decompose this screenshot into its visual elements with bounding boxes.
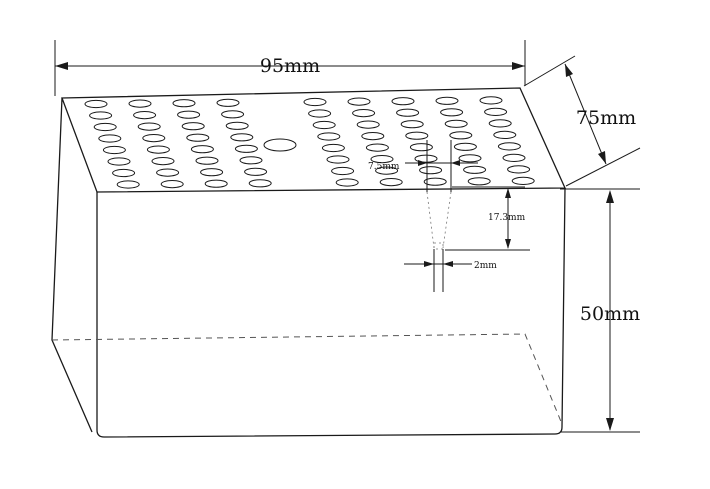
hole (419, 166, 443, 175)
hole (133, 111, 157, 120)
hole (84, 99, 108, 109)
hole (331, 166, 355, 176)
hole (308, 109, 332, 118)
hole (484, 107, 508, 117)
hole (379, 178, 403, 187)
hole (137, 122, 161, 131)
hole (405, 131, 429, 140)
hole (160, 180, 184, 189)
hole (116, 180, 140, 189)
hole (507, 165, 531, 174)
hole (195, 156, 219, 165)
hole (463, 165, 487, 174)
hole (112, 168, 136, 178)
hole (204, 179, 228, 188)
hole (375, 166, 399, 175)
hole (356, 120, 380, 129)
hole (370, 155, 394, 164)
hole (239, 156, 263, 165)
hole (467, 177, 491, 186)
hole (151, 157, 175, 166)
hole (423, 177, 447, 186)
hole (156, 168, 180, 177)
hole-depth-label: 17.3mm (488, 213, 526, 223)
hole-spacing-label: 7.5mm (368, 162, 400, 172)
hole (391, 97, 415, 106)
hole (488, 119, 512, 128)
width-dimension: 95mm (54, 40, 526, 96)
hole (93, 122, 117, 132)
hole (453, 142, 477, 151)
front-face (96, 187, 566, 438)
depth-label: 75mm (576, 107, 636, 129)
hole (326, 155, 350, 164)
hole (186, 133, 210, 142)
hole-detail: 7.5mm 17.3mm 2mm (368, 140, 530, 292)
hole (244, 167, 268, 176)
depth-dimension: 75mm (523, 55, 641, 187)
hole (479, 96, 503, 105)
hole (321, 143, 345, 153)
hole (458, 154, 482, 163)
hole (248, 179, 272, 188)
hole (335, 178, 359, 187)
hole (396, 108, 420, 117)
hole (365, 143, 389, 152)
hole (200, 168, 224, 177)
hole (409, 143, 433, 152)
hole (347, 97, 371, 106)
hole (352, 109, 376, 118)
hole (89, 111, 113, 120)
hole (107, 157, 131, 166)
hole (312, 120, 336, 130)
hole (146, 145, 170, 154)
hole (400, 120, 424, 129)
hole (190, 145, 214, 154)
hole (497, 142, 521, 151)
hole (225, 121, 249, 130)
height-dimension: 50mm (560, 188, 640, 433)
center-hole (263, 138, 297, 152)
hole (172, 99, 196, 108)
left-side-face (51, 97, 93, 433)
hole (234, 144, 258, 153)
hole (177, 110, 201, 119)
hole (502, 153, 526, 162)
hole-bottom-label: 2mm (474, 261, 497, 271)
hole (511, 176, 535, 185)
hole (414, 154, 438, 163)
hole (493, 130, 517, 139)
hole (435, 96, 459, 105)
box-outline (51, 87, 567, 438)
hole (449, 131, 473, 140)
hole (230, 133, 254, 142)
hole (361, 132, 385, 141)
hole (216, 98, 240, 107)
hole (98, 134, 122, 143)
hole (181, 122, 205, 131)
hole (128, 99, 152, 108)
hole-grid-left (84, 98, 272, 189)
height-label: 50mm (580, 303, 640, 325)
hidden-bottom-edges (51, 333, 563, 425)
hole (440, 108, 464, 117)
hole (444, 119, 468, 128)
hole (142, 134, 166, 143)
width-label: 95mm (260, 55, 320, 77)
hole-grid-right (303, 96, 535, 187)
hole (317, 132, 341, 141)
hole (221, 110, 245, 119)
hole (102, 145, 126, 155)
hole (303, 97, 327, 107)
